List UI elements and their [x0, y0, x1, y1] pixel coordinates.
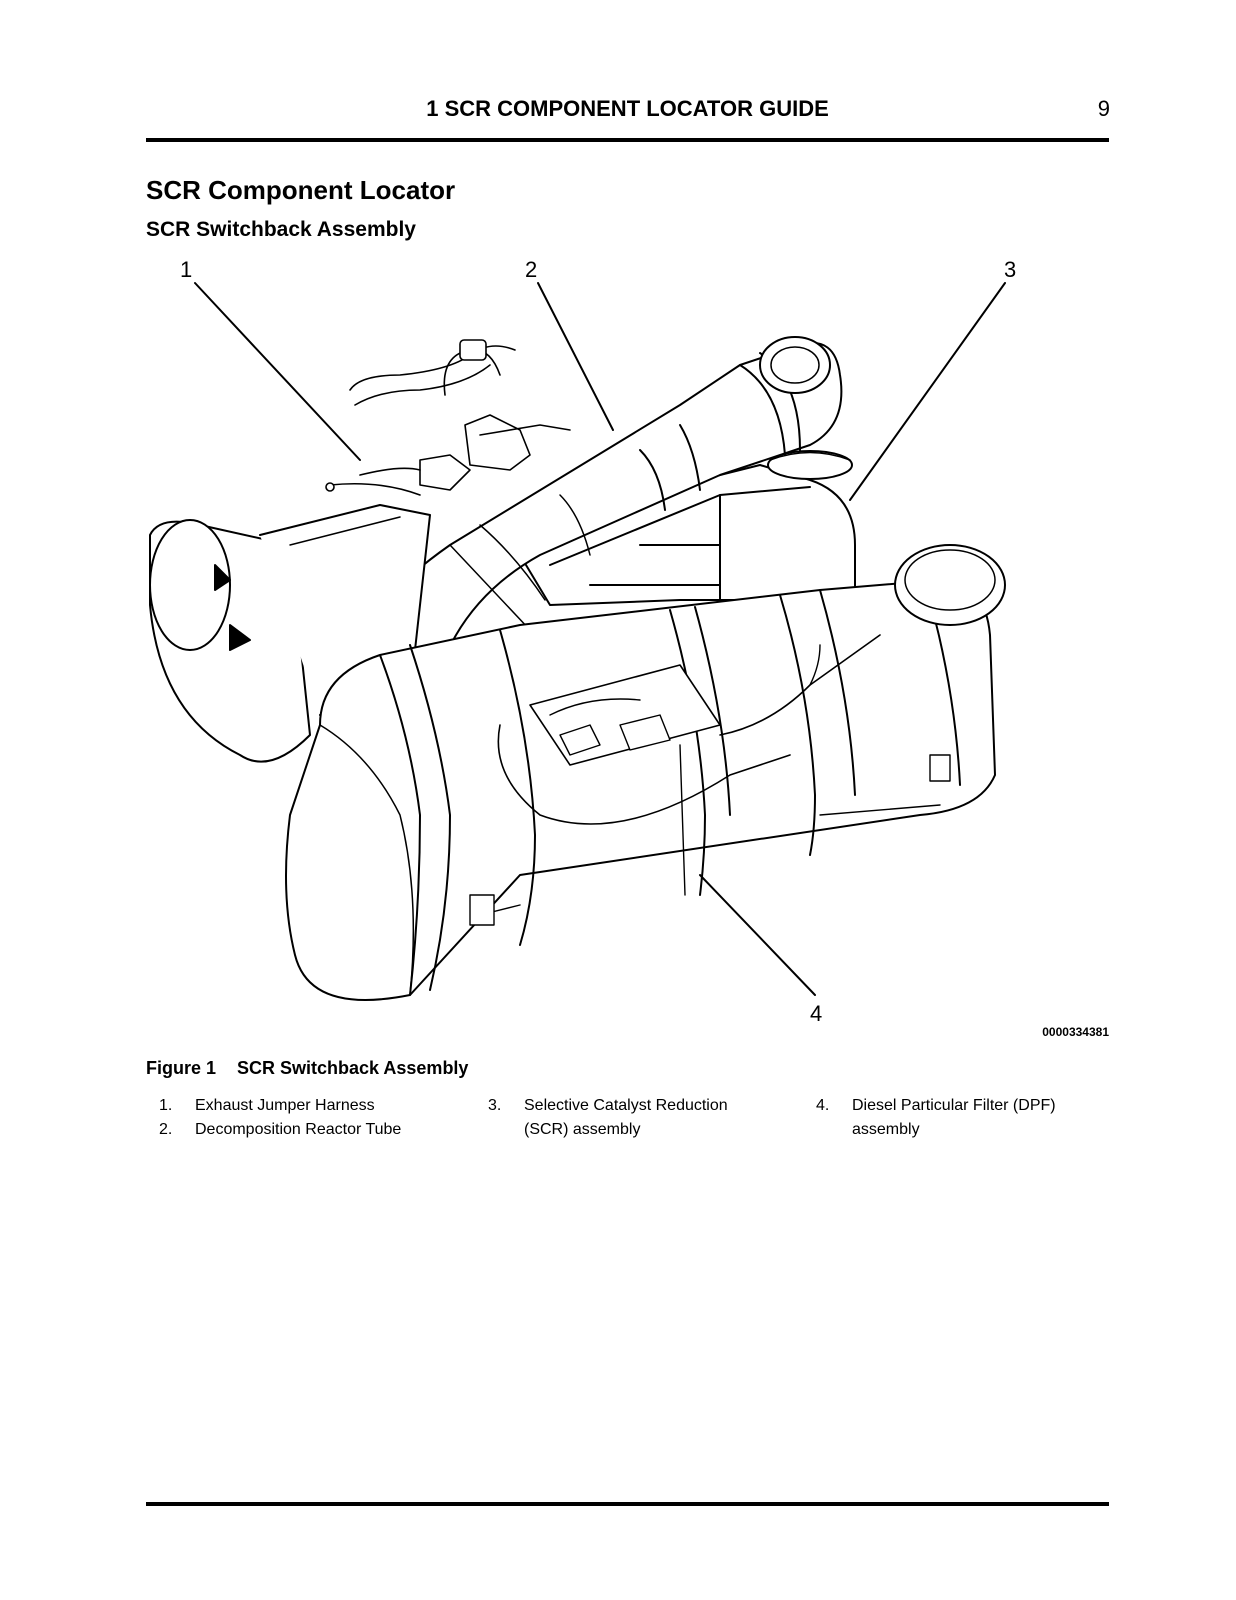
legend-column-1: 1. Exhaust Jumper Harness 2. Decompositi… [159, 1094, 479, 1142]
legend-item: 4. Diesel Particular Filter (DPF) assemb… [816, 1094, 1106, 1142]
legend-item-number: 2. [159, 1121, 173, 1138]
exhaust-jumper-harness-drawing [325, 339, 571, 496]
legend-column-3: 4. Diesel Particular Filter (DPF) assemb… [816, 1094, 1106, 1142]
figure-caption-text: SCR Switchback Assembly [237, 1058, 469, 1078]
figure-caption-number: Figure 1 [146, 1058, 217, 1078]
legend-item-number: 3. [488, 1097, 502, 1114]
running-header-title: 1 SCR COMPONENT LOCATOR GUIDE [426, 96, 829, 121]
footer-rule [146, 1502, 1109, 1506]
figure-id: 0000334381 [1042, 1025, 1109, 1039]
callout-4: 4 [810, 1001, 822, 1026]
legend-item-number: 4. [816, 1097, 830, 1114]
legend-item-text: Decomposition Reactor Tube [195, 1121, 402, 1138]
callout-2: 2 [525, 257, 537, 282]
legend-item: 3. Selective Catalyst Reduction (SCR) as… [488, 1094, 778, 1142]
scr-switchback-illustration: 1 2 3 4 [120, 255, 1120, 1035]
section-subtitle: SCR Switchback Assembly [146, 218, 416, 241]
callout-1: 1 [180, 257, 192, 282]
legend-item: 2. Decomposition Reactor Tube [159, 1118, 479, 1142]
dpf-assembly-drawing [285, 544, 1006, 1001]
header-rule [146, 138, 1109, 142]
callout-leaders [194, 282, 1006, 996]
page-number: 9 [1097, 96, 1110, 121]
figure-caption: Figure 1 SCR Switchback Assembly [146, 1058, 468, 1079]
legend-item-number: 1. [159, 1097, 173, 1114]
legend-item: 1. Exhaust Jumper Harness [159, 1094, 479, 1118]
legend-column-2: 3. Selective Catalyst Reduction (SCR) as… [488, 1094, 778, 1142]
legend-item-text: Diesel Particular Filter (DPF) assembly [852, 1097, 1056, 1138]
legend-item-text: Exhaust Jumper Harness [195, 1097, 375, 1114]
legend-item-text: Selective Catalyst Reduction (SCR) assem… [524, 1097, 728, 1138]
section-title: SCR Component Locator [146, 175, 456, 205]
callout-3: 3 [1004, 257, 1016, 282]
